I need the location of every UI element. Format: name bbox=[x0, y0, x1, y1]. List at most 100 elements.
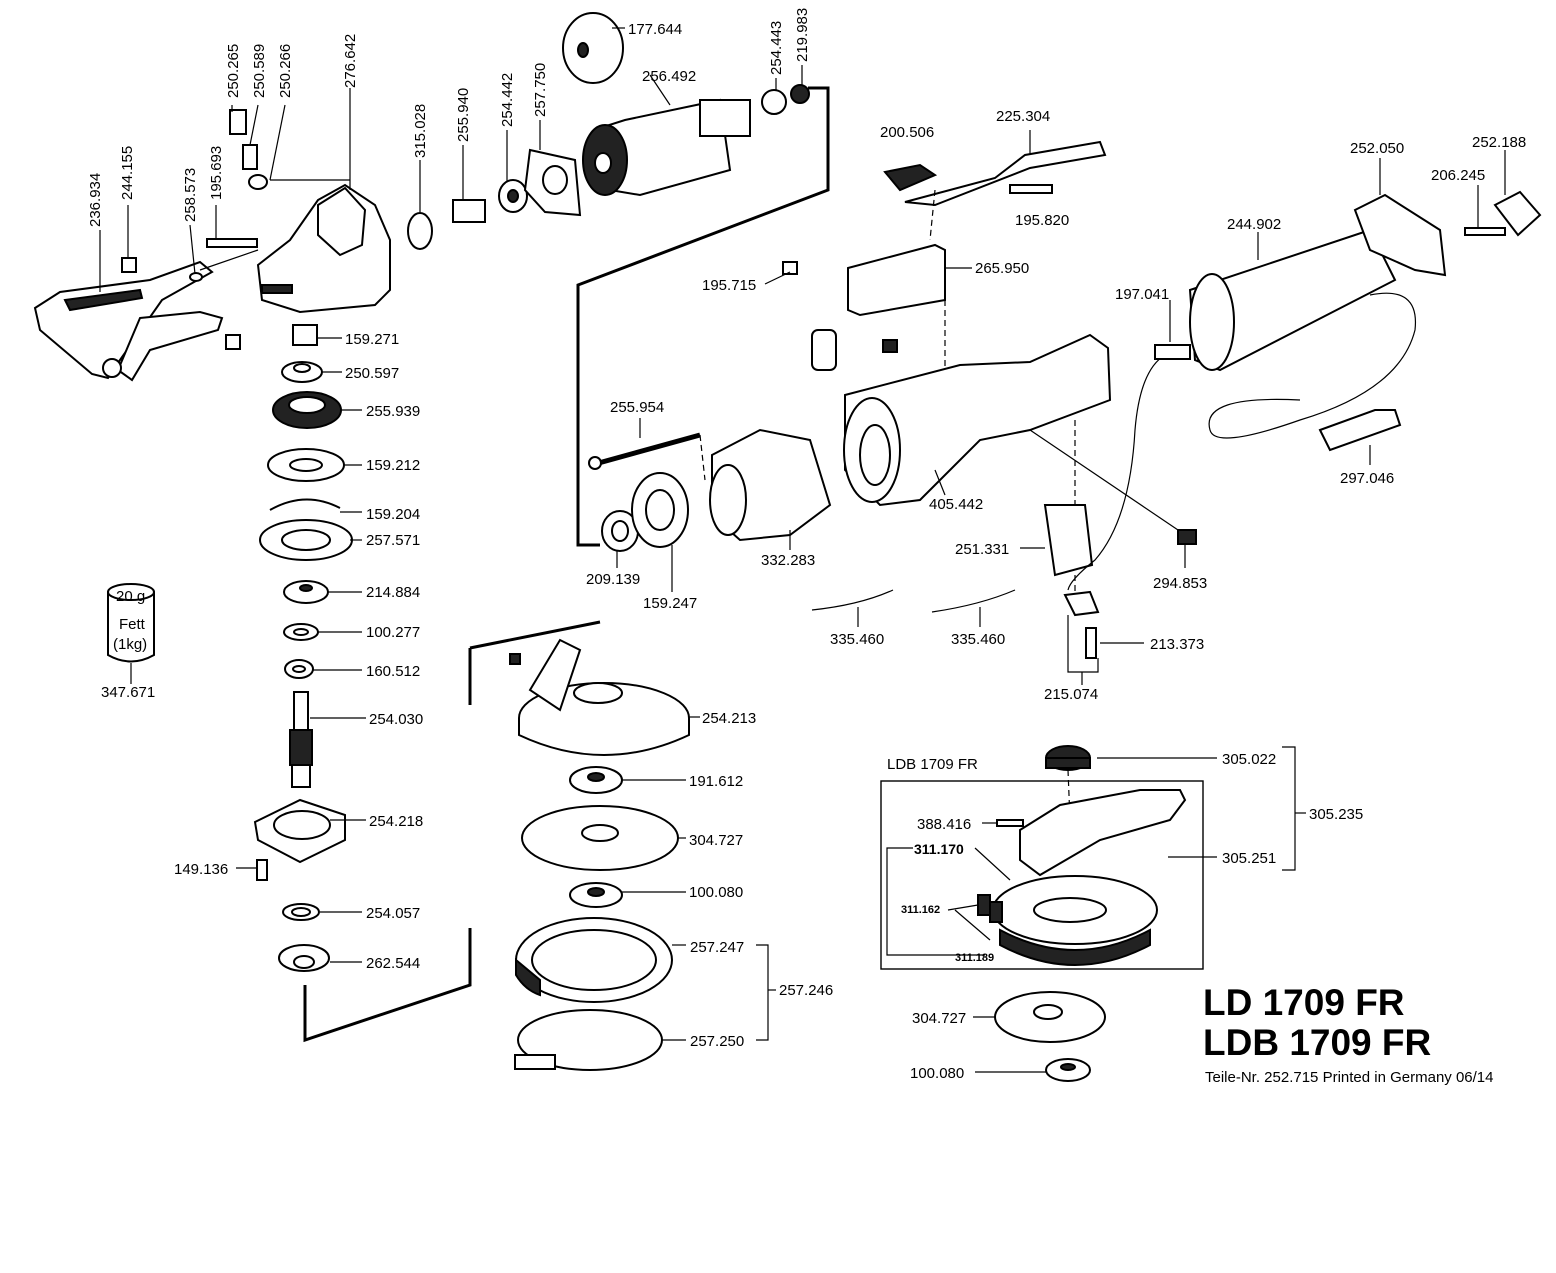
label-256492: 256.492 bbox=[642, 68, 696, 85]
dust-hood-305251 bbox=[1019, 789, 1187, 877]
cable-sleeve-335460-b bbox=[931, 589, 1016, 613]
o-ring-315028 bbox=[407, 212, 433, 250]
label-236934: 236.934 bbox=[87, 173, 104, 227]
switch-rod-225304 bbox=[904, 140, 1107, 207]
screw-255954 bbox=[588, 432, 701, 470]
label-244902: 244.902 bbox=[1227, 216, 1281, 233]
screw-195693 bbox=[206, 238, 258, 248]
part-294853 bbox=[1177, 529, 1197, 545]
disc-304727 bbox=[521, 805, 679, 871]
gear-housing bbox=[256, 183, 391, 314]
label-254213: 254.213 bbox=[702, 710, 756, 727]
label-250266: 250.266 bbox=[277, 44, 294, 98]
grease-amount: (1kg) bbox=[113, 636, 148, 653]
label-250589: 250.589 bbox=[251, 44, 268, 98]
part-214884 bbox=[283, 580, 329, 604]
power-cable-297046 bbox=[1067, 292, 1417, 591]
stator-332283 bbox=[709, 428, 832, 542]
label-160512: 160.512 bbox=[366, 663, 420, 680]
rear-handle-244902 bbox=[1188, 228, 1397, 372]
label-254057: 254.057 bbox=[366, 905, 420, 922]
label-311162: 311.162 bbox=[901, 904, 940, 916]
ring-257247 bbox=[515, 917, 673, 1003]
label-219983: 219.983 bbox=[794, 8, 811, 62]
frame-line-motor bbox=[576, 86, 830, 547]
flange-254218 bbox=[253, 798, 346, 864]
brush-segments-311162 bbox=[977, 894, 1003, 923]
cable-sleeve-197041 bbox=[1154, 344, 1191, 360]
label-100277: 100.277 bbox=[366, 624, 420, 641]
bearing-254443 bbox=[761, 89, 787, 115]
label-255940: 255.940 bbox=[455, 88, 472, 142]
label-257247: 257.247 bbox=[690, 939, 744, 956]
label-195693: 195.693 bbox=[208, 146, 225, 200]
disc-304727-b bbox=[994, 991, 1106, 1043]
label-305022: 305.022 bbox=[1222, 751, 1276, 768]
label-100080-b: 100.080 bbox=[910, 1065, 964, 1082]
label-214884: 214.884 bbox=[366, 584, 420, 601]
label-254030: 254.030 bbox=[369, 711, 423, 728]
part-100277 bbox=[283, 623, 319, 641]
model-title-1: LD 1709 FR bbox=[1203, 982, 1405, 1023]
label-311170: 311.170 bbox=[914, 841, 964, 857]
label-251331: 251.331 bbox=[955, 541, 1009, 558]
cable-sleeve-335460-a bbox=[811, 589, 894, 611]
label-257250: 257.250 bbox=[690, 1033, 744, 1050]
label-265950: 265.950 bbox=[975, 260, 1029, 277]
plate-257571 bbox=[259, 519, 353, 561]
label-254442: 254.442 bbox=[499, 73, 516, 127]
clamp-257250 bbox=[514, 1009, 663, 1071]
brush-ring-311170 bbox=[992, 875, 1158, 966]
label-195715: 195.715 bbox=[702, 277, 756, 294]
ring-159204 bbox=[269, 498, 341, 511]
label-347671: 347.671 bbox=[101, 684, 155, 701]
label-159271: 159.271 bbox=[345, 331, 399, 348]
label-311189: 311.189 bbox=[955, 952, 994, 964]
label-405442: 405.442 bbox=[929, 496, 983, 513]
label-206245: 206.245 bbox=[1431, 167, 1485, 184]
label-159212: 159.212 bbox=[366, 457, 420, 474]
label-305251: 305.251 bbox=[1222, 850, 1276, 867]
label-305235: 305.235 bbox=[1309, 806, 1363, 823]
label-258573: 258.573 bbox=[182, 168, 199, 222]
label-304727-b: 304.727 bbox=[912, 1010, 966, 1027]
cap-252050 bbox=[1353, 193, 1447, 277]
label-250597: 250.597 bbox=[345, 365, 399, 382]
connector bbox=[882, 339, 898, 353]
part-250597 bbox=[281, 361, 323, 383]
washer-258573 bbox=[189, 272, 203, 282]
armature-256492 bbox=[582, 98, 751, 197]
label-209139: 209.139 bbox=[586, 571, 640, 588]
part-254057 bbox=[282, 903, 320, 921]
label-304727: 304.727 bbox=[689, 832, 743, 849]
gear-177644 bbox=[562, 12, 624, 84]
label-388416: 388.416 bbox=[917, 816, 971, 833]
guard-254213 bbox=[509, 638, 690, 756]
part-159271 bbox=[292, 324, 318, 346]
spring-195820 bbox=[1009, 184, 1053, 194]
variant-label: LDB 1709 FR bbox=[887, 756, 978, 773]
label-197041: 197.041 bbox=[1115, 286, 1169, 303]
label-257246: 257.246 bbox=[779, 982, 833, 999]
washer-159212 bbox=[267, 448, 345, 482]
grease-weight: 20 g bbox=[116, 588, 146, 605]
clamp-215074 bbox=[1063, 590, 1100, 617]
label-297046: 297.046 bbox=[1340, 470, 1394, 487]
part-160512 bbox=[284, 659, 314, 679]
label-250265: 250.265 bbox=[225, 44, 242, 98]
label-262544: 262.544 bbox=[366, 955, 420, 972]
label-254218: 254.218 bbox=[369, 813, 423, 830]
label-332283: 332.283 bbox=[761, 552, 815, 569]
screw-213373 bbox=[1085, 627, 1097, 659]
screw-250265 bbox=[229, 109, 247, 135]
label-252188: 252.188 bbox=[1472, 134, 1526, 151]
nut-191612 bbox=[569, 766, 623, 794]
label-244155: 244.155 bbox=[119, 146, 136, 200]
nut-100080-b bbox=[1045, 1058, 1091, 1082]
label-276642: 276.642 bbox=[342, 34, 359, 88]
label-252050: 252.050 bbox=[1350, 140, 1404, 157]
label-225304: 225.304 bbox=[996, 108, 1050, 125]
part-219983 bbox=[790, 84, 810, 104]
screw-206245 bbox=[1464, 227, 1506, 236]
